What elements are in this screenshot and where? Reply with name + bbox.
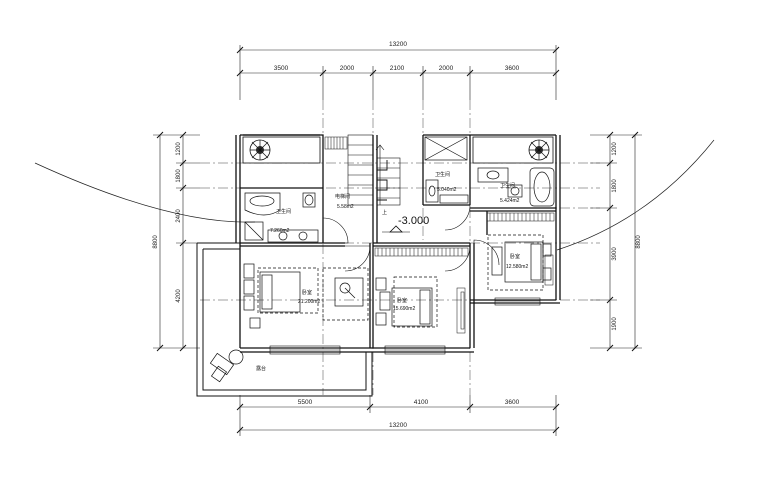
bed-left-furniture: [243, 263, 369, 329]
bed-left-area: 21.200m2: [298, 299, 320, 305]
bed-right-label: 卧室: [510, 253, 520, 260]
door-equipment: [322, 217, 349, 244]
dim-top-seg-1: 3500: [274, 65, 289, 72]
dim-top-seg-5: 3600: [505, 65, 520, 72]
equipment-area: 5.58m2: [337, 204, 354, 210]
site-curve-right: [556, 139, 715, 251]
terrace-outline: [196, 242, 373, 397]
planter-right: [472, 136, 554, 164]
bath-mid-label: 卫生间: [435, 171, 450, 178]
dim-bottom-seg-1: 5500: [298, 399, 313, 406]
equipment-label: 电梯间: [335, 193, 350, 200]
terrace-label: 露台: [256, 365, 266, 372]
window-marks: [269, 297, 541, 355]
door-bed-right: [473, 239, 500, 266]
dim-top-total: 13200: [389, 41, 407, 48]
level-mark-text: -3.000: [398, 215, 429, 227]
bed-left-label: 卧室: [302, 289, 312, 296]
dim-top-seg-4: 2000: [439, 65, 454, 72]
dim-right-seg-1: 1200: [612, 142, 618, 156]
bed-right-furniture: [487, 234, 552, 291]
terrace-furniture: [209, 349, 244, 383]
dim-bottom-seg-3: 3600: [505, 399, 520, 406]
planter-left: [242, 136, 321, 164]
bed-right-area: 12.580m2: [506, 264, 528, 270]
dim-left-total: 8800: [153, 235, 159, 249]
door-bed-mid: [444, 245, 471, 272]
bed-mid-furniture: [375, 276, 438, 328]
door-bath-mid: [444, 204, 471, 231]
site-curve-left: [34, 162, 256, 223]
dimension-lines: [153, 45, 642, 436]
dim-right-seg-4: 1900: [612, 317, 618, 331]
dim-right-seg-3: 3900: [612, 247, 618, 261]
bath-mid-fixtures: [424, 136, 469, 204]
bath-mid-area: 5.040m2: [437, 187, 457, 193]
dim-left-seg-1: 1200: [176, 142, 182, 156]
walls: [235, 134, 561, 353]
stair-hatch: [324, 136, 348, 150]
stair-up-label: 上: [382, 209, 387, 216]
closet-hatch: [374, 212, 555, 334]
bath-left-area: 7.260m2: [270, 228, 290, 234]
level-mark: -3.000: [382, 215, 429, 233]
bed-mid-label: 卧室: [397, 297, 407, 304]
dim-right-seg-2: 1800: [612, 179, 618, 193]
dim-top-seg-2: 2000: [340, 65, 355, 72]
bath-left-fixtures: [244, 192, 319, 243]
dim-bottom-total: 13200: [389, 422, 407, 429]
dim-right-total: 8800: [636, 235, 642, 249]
dim-top-seg-3: 2100: [390, 65, 405, 72]
dim-left-seg-4: 4200: [176, 289, 182, 303]
bath-right-label: 卫生间: [500, 182, 515, 189]
door-bed-left: [344, 245, 371, 272]
dimension-ticks: [156, 46, 639, 434]
bed-mid-area: 15.690m2: [393, 306, 415, 312]
bath-right-area: 5.424m2: [500, 198, 520, 204]
dim-bottom-seg-2: 4100: [414, 399, 429, 406]
bath-right-fixtures: [477, 167, 555, 207]
dim-left-seg-2: 1800: [176, 169, 182, 183]
staircase: [347, 134, 401, 206]
bath-left-label: 卫生间: [276, 208, 291, 215]
dim-left-seg-3: 2400: [176, 209, 182, 223]
